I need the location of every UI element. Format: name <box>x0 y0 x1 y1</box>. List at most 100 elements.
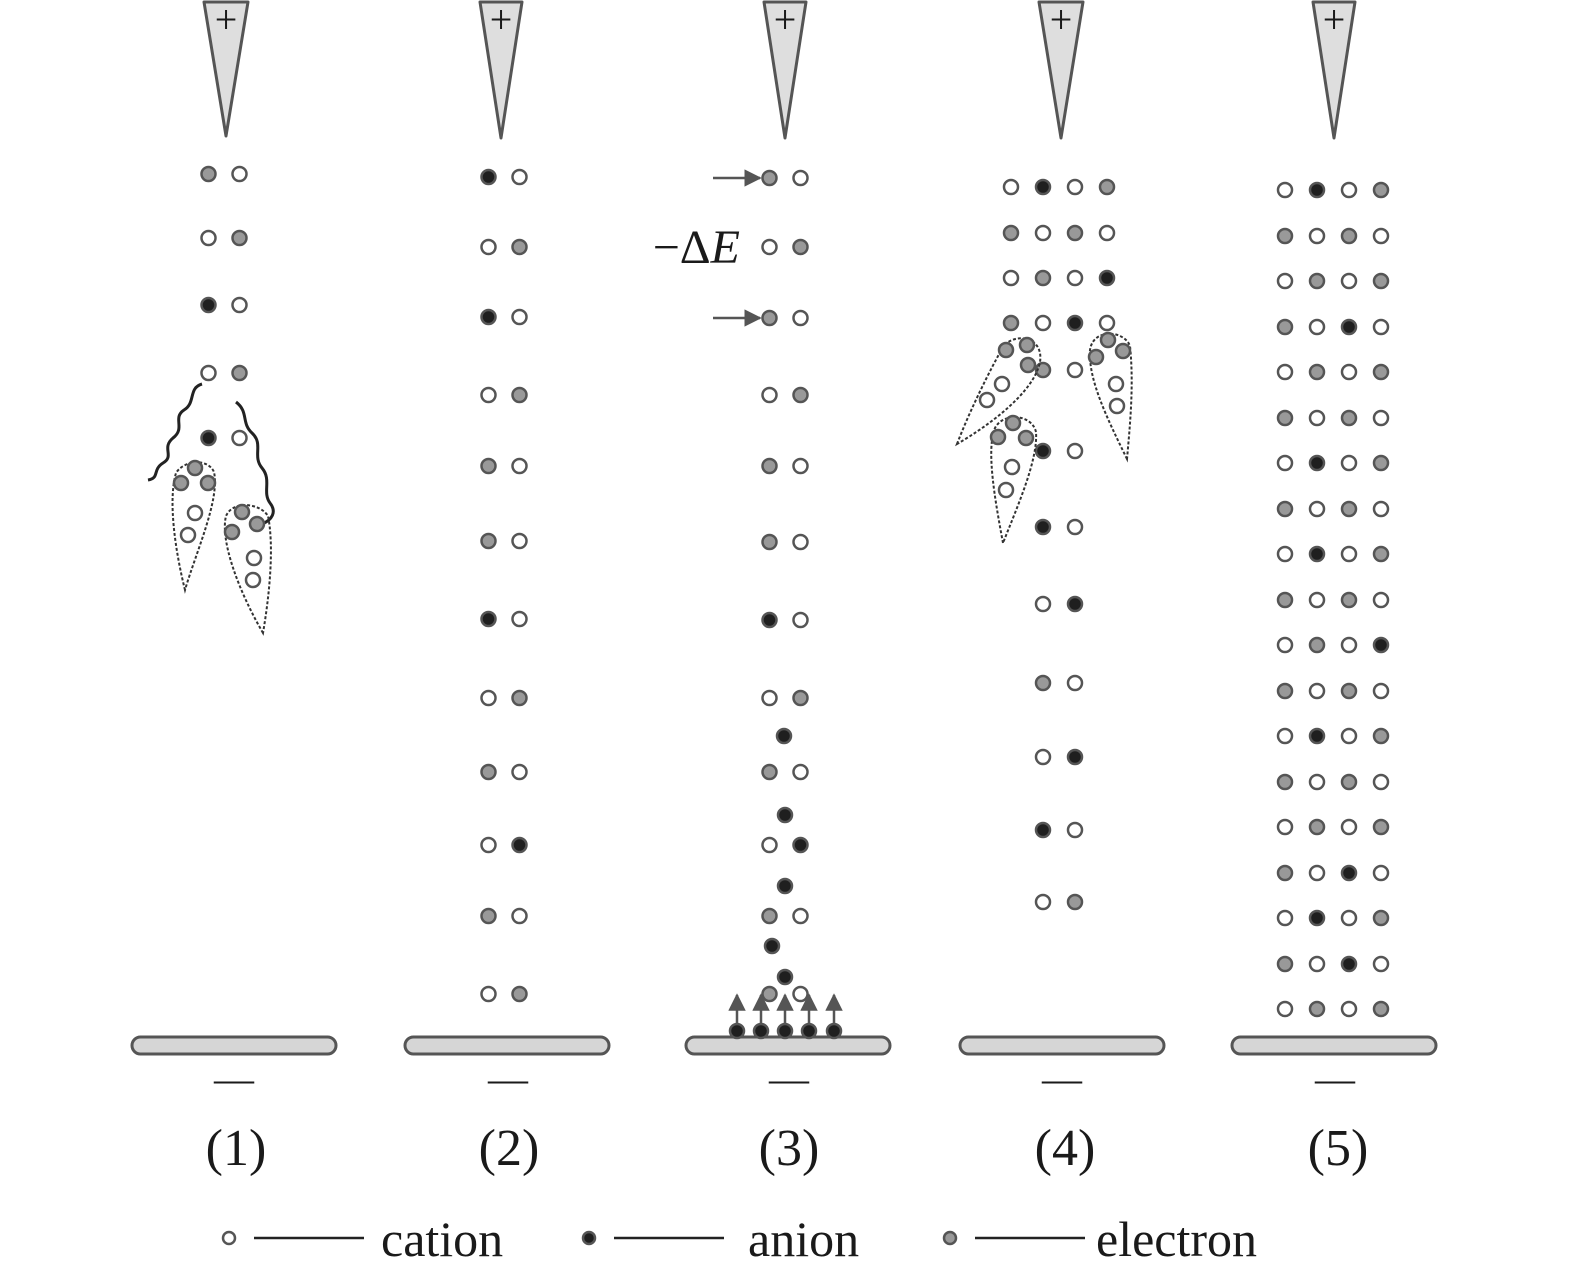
cation-particle <box>1340 636 1358 654</box>
panel-label-5: (5) <box>1308 1120 1369 1177</box>
legend-item-anion: anion <box>581 1211 859 1267</box>
electron-particle <box>1066 893 1084 911</box>
electron-particle <box>1276 409 1294 427</box>
anion-particle <box>1372 636 1390 654</box>
electron-particle <box>1087 348 1105 366</box>
cation-particle <box>792 533 809 551</box>
cation-particle <box>1003 458 1021 476</box>
particles-panel-2 <box>480 168 528 1003</box>
electron-particle <box>792 386 809 404</box>
cation-particle <box>761 386 778 404</box>
electron-avalanche-1a <box>171 461 216 594</box>
electron-particle <box>1372 727 1390 745</box>
cation-particle <box>1372 500 1390 518</box>
anion-particle <box>776 968 794 986</box>
cation-particle <box>511 610 528 628</box>
electron-particle <box>511 689 528 707</box>
anode-sign-1: + <box>215 0 238 42</box>
electron-particle <box>1066 224 1084 242</box>
electron-particle <box>1034 269 1052 287</box>
legend-cation-label: cation <box>381 1211 503 1267</box>
delta-e-var: E <box>710 221 740 274</box>
anion-particle <box>775 727 793 745</box>
anode-sign-4: + <box>1050 0 1073 42</box>
cation-particle <box>511 168 528 186</box>
anion-particle <box>1034 821 1052 839</box>
cation-particle <box>244 571 262 589</box>
cathode-plate-5 <box>1230 1035 1438 1056</box>
anion-particle <box>1034 442 1052 460</box>
anode-sign-5: + <box>1323 0 1346 42</box>
anion-stream-3 <box>763 727 794 986</box>
electron-particle <box>1276 682 1294 700</box>
legend-anion-marker <box>581 1230 597 1246</box>
cation-particle <box>1340 909 1358 927</box>
electron-particle <box>1098 178 1116 196</box>
electron-particle <box>792 238 809 256</box>
delta-e-annotation: −ΔE <box>653 221 740 274</box>
electron-particle <box>172 474 190 492</box>
panel-label-4: (4) <box>1035 1120 1096 1177</box>
cation-particle <box>1308 591 1326 609</box>
cathode-sign-2: — <box>487 1056 529 1101</box>
cation-particle <box>792 457 809 475</box>
cation-particle <box>1372 591 1390 609</box>
electron-particle <box>761 533 778 551</box>
electron-particle <box>511 238 528 256</box>
legend-electron-marker <box>942 1230 958 1246</box>
anion-particle <box>1098 269 1116 287</box>
legend-cation-marker <box>221 1230 237 1246</box>
cation-particle <box>186 504 204 522</box>
cation-particle <box>200 364 217 382</box>
cathode-sign-4: — <box>1041 1056 1083 1101</box>
electron-particle <box>1276 955 1294 973</box>
panel-5: + — (5) <box>1230 0 1438 1177</box>
electron-particle <box>1372 272 1390 290</box>
electron-particle <box>792 689 809 707</box>
cation-particle <box>1276 272 1294 290</box>
particles-panel-4 <box>1002 178 1116 911</box>
cation-particle <box>511 457 528 475</box>
cathode-plate-2 <box>403 1035 611 1056</box>
electron-particle <box>1004 414 1022 432</box>
cation-particle <box>1276 1000 1294 1018</box>
electron-particle <box>1372 181 1390 199</box>
electron-particle <box>1308 1000 1326 1018</box>
electron-particle <box>1340 682 1358 700</box>
anion-particle <box>1308 545 1326 563</box>
electron-particle <box>1276 864 1294 882</box>
anion-particle <box>776 1022 794 1040</box>
anode-needle-1 <box>202 0 250 138</box>
electron-particle <box>480 763 497 781</box>
cathode-plate-4 <box>958 1035 1166 1056</box>
panel-1: + — (1) <box>130 0 338 1177</box>
legend-electron-label: electron <box>1096 1211 1257 1267</box>
electron-particle <box>1017 429 1035 447</box>
cathode-emission-3 <box>728 993 843 1040</box>
cation-particle <box>1098 224 1116 242</box>
avalanche-particles-1 <box>172 459 266 589</box>
cation-particle <box>1372 409 1390 427</box>
cation-particle <box>480 836 497 854</box>
electron-particle <box>761 169 778 187</box>
cation-particle <box>1002 178 1020 196</box>
electron-particle <box>1340 500 1358 518</box>
anion-particle <box>1308 454 1326 472</box>
cation-particle <box>1308 227 1326 245</box>
electron-particle <box>1308 818 1326 836</box>
electron-particle <box>1276 318 1294 336</box>
electron-particle <box>1276 773 1294 791</box>
cation-particle <box>1340 818 1358 836</box>
electron-particle <box>480 532 497 550</box>
cathode-sign-3: — <box>768 1056 810 1101</box>
electron-particle <box>233 503 251 521</box>
cation-particle <box>761 238 778 256</box>
electron-particle <box>761 907 778 925</box>
cation-particle <box>245 549 263 567</box>
cation-particle <box>1066 821 1084 839</box>
cation-particle <box>792 907 809 925</box>
cation-particle <box>1340 1000 1358 1018</box>
anion-particle <box>1340 318 1358 336</box>
cation-particle <box>480 985 497 1003</box>
